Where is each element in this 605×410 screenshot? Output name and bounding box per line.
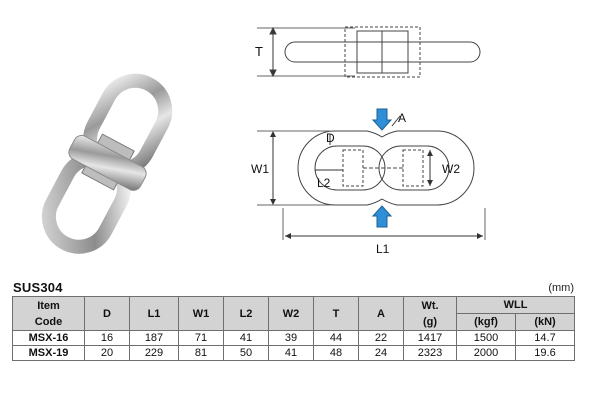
unit-label: (mm) (548, 282, 574, 294)
cell-a: 22 (358, 330, 404, 346)
label-l1: L1 (376, 242, 390, 256)
header-w2: W2 (268, 296, 314, 331)
label-w2: W2 (442, 162, 460, 176)
header-wll: WLL (455, 296, 576, 314)
cell-t: 44 (313, 330, 359, 346)
front-view (257, 115, 486, 240)
header-code: Code (34, 315, 63, 328)
label-t: T (255, 44, 263, 59)
cell-t: 48 (313, 345, 359, 361)
header-l1: L1 (129, 296, 179, 331)
dimension-arrowheads (270, 131, 483, 239)
spec-table: Item Code D L1 W1 L2 W2 T A Wt. (g) WLL … (12, 296, 576, 361)
material-label: SUS304 (13, 280, 63, 295)
header-t: T (313, 296, 359, 331)
table-row: MSX-19 20 229 81 50 41 48 24 2323 2000 1… (12, 345, 576, 361)
header-w1: W1 (178, 296, 224, 331)
header-kgf: (kgf) (456, 313, 516, 331)
cell-code: MSX-16 (12, 330, 85, 346)
cell-l1: 187 (129, 330, 179, 346)
cell-kgf: 1500 (456, 330, 516, 346)
cell-l2: 50 (223, 345, 269, 361)
cell-w1: 81 (178, 345, 224, 361)
header-d: D (84, 296, 130, 331)
cell-d: 20 (84, 345, 130, 361)
label-a: A (398, 111, 406, 125)
header-l2: L2 (223, 296, 269, 331)
header-weight: Wt. (g) (403, 296, 457, 331)
cell-l2: 41 (223, 330, 269, 346)
header-item: Item (37, 299, 60, 312)
cell-wt: 1417 (403, 330, 457, 346)
cell-kn: 19.6 (514, 345, 576, 361)
label-w1: W1 (251, 162, 269, 176)
load-arrows (371, 108, 393, 228)
cell-code: MSX-19 (12, 345, 85, 361)
cell-w1: 71 (178, 330, 224, 346)
header-wt: Wt. (421, 299, 439, 312)
table-row: MSX-16 16 187 71 41 39 44 22 1417 1500 1… (12, 330, 576, 346)
cell-kn: 14.7 (514, 330, 576, 346)
header-wt-unit: (g) (422, 315, 438, 328)
header-kn: (kN) (514, 313, 576, 331)
table-header-row: Item Code D L1 W1 L2 W2 T A Wt. (g) WLL (12, 296, 576, 331)
cell-d: 16 (84, 330, 130, 346)
label-l2: L2 (317, 176, 331, 190)
table-subheader-row: (kgf) (kN) (13, 313, 576, 331)
cell-wt: 2323 (403, 345, 457, 361)
cell-kgf: 2000 (456, 345, 516, 361)
top-view (257, 26, 481, 78)
cell-w2: 41 (268, 345, 314, 361)
header-a: A (358, 296, 404, 331)
product-photo (41, 73, 173, 254)
cell-a: 24 (358, 345, 404, 361)
cell-l1: 229 (129, 345, 179, 361)
label-d: D (326, 131, 335, 145)
cell-w2: 39 (268, 330, 314, 346)
header-item-code: Item Code (12, 296, 85, 331)
dimension-drawing: T W1 D L2 W2 A L1 (251, 26, 486, 256)
